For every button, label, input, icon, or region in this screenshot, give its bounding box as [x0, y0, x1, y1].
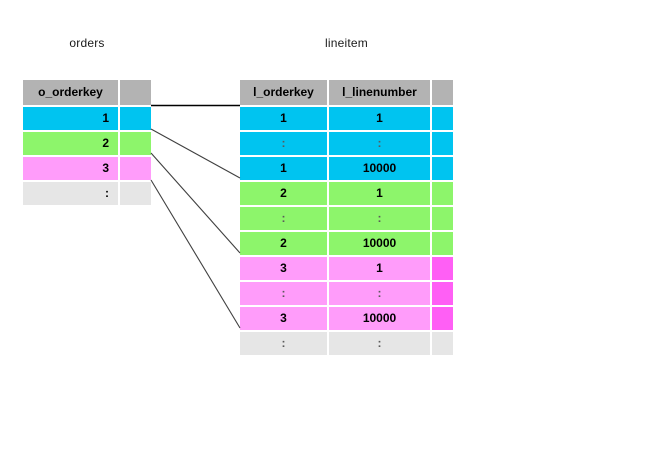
lineitem-row-4-color-cell	[432, 182, 453, 205]
orders-table: o_orderkey 1 2 3 :	[23, 80, 151, 205]
lineitem-header-orderkey: l_orderkey	[240, 80, 327, 105]
lineitem-row-1-orderkey: 1	[240, 107, 327, 130]
lineitem-row-5-linenumber: :	[329, 207, 430, 230]
lineitem-row-2-linenumber: :	[329, 132, 430, 155]
lineitem-row-9-color-cell	[432, 307, 453, 330]
lineitem-row-7-color-cell	[432, 257, 453, 280]
lineitem-row-2-orderkey: :	[240, 132, 327, 155]
lineitem-row-8-orderkey: :	[240, 282, 327, 305]
lineitem-table: l_orderkey l_linenumber 1 1 : : 1 10000 …	[240, 80, 453, 355]
lineitem-row-9-linenumber: 10000	[329, 307, 430, 330]
orders-row-1-orderkey: 1	[23, 107, 118, 130]
orders-row-ellipsis: :	[23, 182, 118, 205]
lineitem-row-4-linenumber: 1	[329, 182, 430, 205]
orders-table-title: orders	[69, 36, 105, 50]
lineitem-row-6-orderkey: 2	[240, 232, 327, 255]
orders-row-3-orderkey: 3	[23, 157, 118, 180]
lineitem-row-8-color-cell	[432, 282, 453, 305]
orders-row-2-orderkey: 2	[23, 132, 118, 155]
lineitem-table-title: lineitem	[325, 36, 368, 50]
lineitem-header-color-column	[432, 80, 453, 105]
lineitem-row-1-color-cell	[432, 107, 453, 130]
lineitem-row-7-linenumber: 1	[329, 257, 430, 280]
lineitem-header-linenumber: l_linenumber	[329, 80, 430, 105]
lineitem-row-ellipsis-orderkey: :	[240, 332, 327, 355]
orders-row-2-color-cell	[120, 132, 151, 155]
orders-header-color-column	[120, 80, 151, 105]
join-connector-line-1	[150, 128, 241, 179]
join-connector-line-3	[150, 179, 241, 329]
lineitem-row-9-orderkey: 3	[240, 307, 327, 330]
lineitem-row-3-orderkey: 1	[240, 157, 327, 180]
lineitem-row-ellipsis-color-cell	[432, 332, 453, 355]
orders-row-ellipsis-color-cell	[120, 182, 151, 205]
orders-header-orderkey: o_orderkey	[23, 80, 118, 105]
lineitem-row-2-color-cell	[432, 132, 453, 155]
lineitem-row-3-color-cell	[432, 157, 453, 180]
lineitem-row-ellipsis-linenumber: :	[329, 332, 430, 355]
lineitem-row-3-linenumber: 10000	[329, 157, 430, 180]
lineitem-row-8-linenumber: :	[329, 282, 430, 305]
lineitem-row-5-color-cell	[432, 207, 453, 230]
lineitem-row-1-linenumber: 1	[329, 107, 430, 130]
join-connector-line-2	[150, 152, 241, 254]
orders-row-3-color-cell	[120, 157, 151, 180]
lineitem-row-6-color-cell	[432, 232, 453, 255]
lineitem-row-5-orderkey: :	[240, 207, 327, 230]
lineitem-row-7-orderkey: 3	[240, 257, 327, 280]
orders-row-1-color-cell	[120, 107, 151, 130]
lineitem-row-4-orderkey: 2	[240, 182, 327, 205]
lineitem-row-6-linenumber: 10000	[329, 232, 430, 255]
